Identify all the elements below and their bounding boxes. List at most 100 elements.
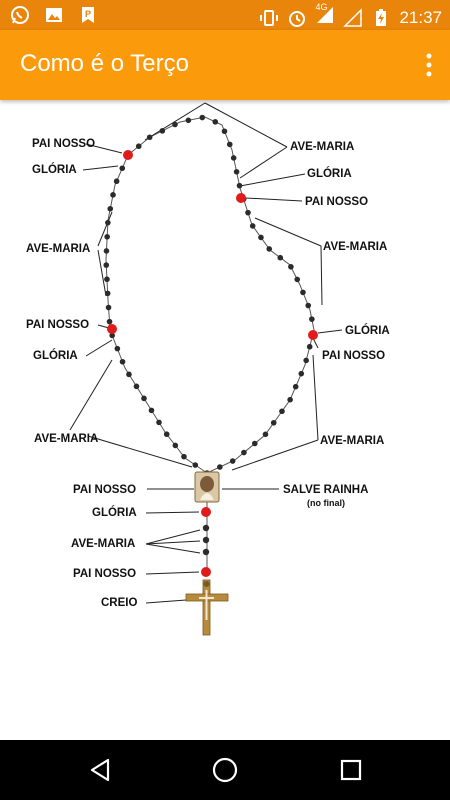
label-salve-rainha: SALVE RAINHA (283, 484, 368, 496)
ave-maria-bead (217, 464, 223, 470)
ave-maria-bead (109, 332, 115, 339)
ave-maria-bead (135, 143, 142, 150)
ave-maria-bead (107, 205, 114, 212)
status-bar: P 4G 21:37 (0, 0, 450, 30)
label-pointer-line (97, 324, 110, 329)
label-ave-maria-4: AVE-MARIA (320, 435, 384, 447)
app-title: Como é o Terço (20, 50, 189, 77)
ave-maria-bead (303, 357, 309, 364)
label-pointer-line (87, 435, 193, 468)
virgin-mary-medal (194, 471, 220, 503)
label-pai-nosso-1: PAI NOSSO (32, 138, 95, 150)
vibrate-icon (260, 9, 279, 26)
ave-maria-bead (233, 169, 240, 175)
label-gloria-3: GLÓRIA (307, 167, 352, 180)
ave-maria-bead (185, 117, 192, 124)
pai-nosso-bead (308, 330, 318, 340)
label-pointer-line (85, 143, 123, 154)
app-p-icon: P (82, 7, 94, 23)
label-pointer-line (145, 511, 200, 514)
label-pai-nosso-3: PAI NOSSO (305, 196, 368, 208)
label-salve-rainha-note: (no final) (307, 498, 345, 508)
label-pai-nosso-5: PAI NOSSO (73, 484, 136, 496)
ave-maria-bead (104, 290, 111, 297)
label-pointer-line (245, 197, 303, 202)
label-pointer-line (231, 439, 319, 471)
label-pointer-line (145, 540, 201, 545)
ave-maria-bead (236, 182, 243, 189)
label-pointer-line (145, 529, 201, 545)
label-pointer-line (97, 249, 107, 297)
ave-maria-bead (270, 419, 277, 426)
ave-maria-bead (126, 371, 132, 378)
ave-maria-bead (221, 128, 228, 135)
ave-maria-bead (292, 383, 299, 390)
ave-maria-bead (113, 178, 120, 185)
ave-maria-bead (300, 289, 306, 296)
label-pai-nosso-2: PAI NOSSO (26, 319, 89, 331)
label-ave-maria-top: AVE-MARIA (290, 141, 354, 153)
ave-maria-bead (141, 395, 147, 402)
ave-maria-bead (288, 263, 294, 270)
ave-maria-bead (309, 316, 315, 322)
ave-maria-bead (110, 192, 116, 198)
ave-maria-bead (306, 343, 313, 350)
ave-maria-bead (202, 548, 210, 556)
label-pointer-line (239, 146, 288, 179)
signal-4g: 4G (315, 2, 335, 30)
label-pointer-line (69, 359, 113, 431)
ave-maria-bead (202, 524, 210, 532)
label-pointer-line (312, 354, 319, 441)
clock: 21:37 (399, 7, 442, 27)
label-pointer-line (144, 102, 206, 141)
ave-maria-bead (146, 134, 153, 141)
ave-maria-bead (294, 276, 301, 283)
notification-icons: P (10, 5, 98, 25)
pai-nosso-bead (236, 193, 246, 203)
chain-segment (105, 116, 315, 474)
ave-maria-bead (230, 155, 237, 161)
ave-maria-bead (133, 383, 140, 390)
ave-maria-bead (103, 262, 110, 268)
ave-maria-bead (163, 431, 170, 438)
label-ave-maria-5: AVE-MARIA (71, 538, 135, 550)
ave-maria-bead (245, 209, 251, 216)
label-pointer-line (204, 102, 288, 148)
label-pointer-line (82, 165, 119, 171)
label-ave-maria-1: AVE-MARIA (26, 243, 90, 255)
label-creio: CREIO (101, 597, 137, 609)
label-gloria-2: GLÓRIA (33, 349, 78, 362)
label-pointer-line (317, 329, 343, 334)
label-ave-maria-3: AVE-MARIA (323, 241, 387, 253)
ave-maria-bead (287, 396, 293, 403)
content-area: PAI NOSSO GLÓRIA AVE-MARIA PAI NOSSO GLÓ… (0, 100, 450, 740)
ave-maria-bead (305, 302, 312, 309)
network-type: 4G (315, 2, 328, 12)
home-icon[interactable] (211, 756, 239, 784)
label-pai-nosso-6: PAI NOSSO (73, 568, 136, 580)
overflow-menu-icon[interactable] (424, 52, 434, 78)
ave-maria-bead (298, 370, 305, 377)
ave-maria-bead (258, 234, 264, 241)
label-pointers (69, 102, 343, 604)
pai-nosso-bead (107, 324, 117, 334)
label-pointer-line (145, 571, 200, 575)
label-ave-maria-2: AVE-MARIA (34, 433, 98, 445)
ave-maria-bead (172, 442, 179, 449)
recents-icon[interactable] (340, 759, 362, 781)
rosary-chain (105, 116, 315, 572)
ave-maria-bead (192, 462, 199, 468)
pai-nosso-bead (123, 150, 133, 160)
ave-maria-bead (105, 219, 111, 226)
ave-maria-bead (251, 440, 258, 447)
app-bar: Como é o Terço (0, 30, 450, 100)
system-icons: 4G 21:37 (259, 2, 442, 30)
label-pointer-line (320, 245, 323, 306)
ave-maria-bead (279, 408, 285, 415)
ave-maria-bead (266, 246, 273, 252)
ave-maria-bead (148, 407, 155, 414)
battery-charging-icon (376, 8, 387, 26)
ave-maria-bead (212, 119, 219, 125)
rosary-beads (103, 114, 318, 577)
back-icon[interactable] (88, 757, 112, 783)
